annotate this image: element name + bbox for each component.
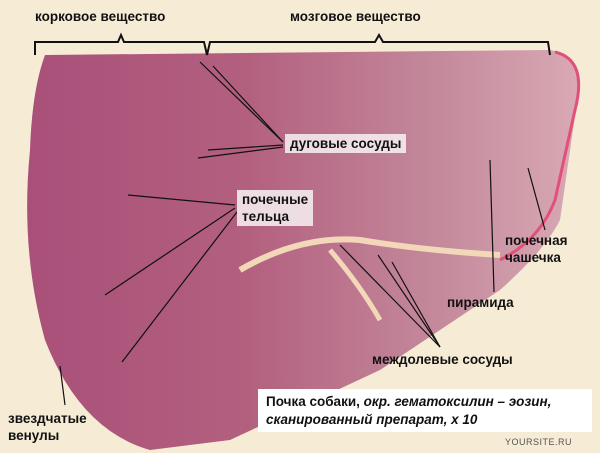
label-line: чашечка [505,250,561,265]
label-renal-corpuscles: почечные тельца [237,190,314,226]
figure-caption: Почка собаки, окр. гематоксилин – эозин,… [258,389,592,432]
caption-stain: окр. гематоксилин – эозин, [363,394,552,409]
label-cortex: корковое вещество [35,9,166,24]
label-renal-calyx: почечная чашечка [505,232,567,266]
label-line: почечные [242,192,309,207]
interlobar-vessel [328,248,383,322]
watermark: YOURSITE.RU [505,437,573,447]
label-interlobar-vessels: междолевые сосуды [372,352,513,367]
label-pyramid: пирамида [447,295,514,310]
caption-title: Почка собаки, [266,394,364,409]
interlobar-vessel [238,236,501,273]
label-line: звездчатые [8,411,87,426]
label-line: венулы [8,428,60,443]
label-line: почечная [505,233,568,248]
label-stellate-venules: звездчатые венулы [8,410,87,444]
medulla-brace [206,32,551,56]
label-medulla: мозговое вещество [290,9,421,24]
label-line: тельца [242,209,289,224]
tissue-section [27,50,580,450]
caption-method: сканированный препарат, х 10 [266,412,478,427]
pointer-arrows [59,61,546,406]
calyx-edge [499,50,581,262]
cortex-brace [34,32,208,56]
label-arcuate-vessels: дуговые сосуды [285,134,407,153]
